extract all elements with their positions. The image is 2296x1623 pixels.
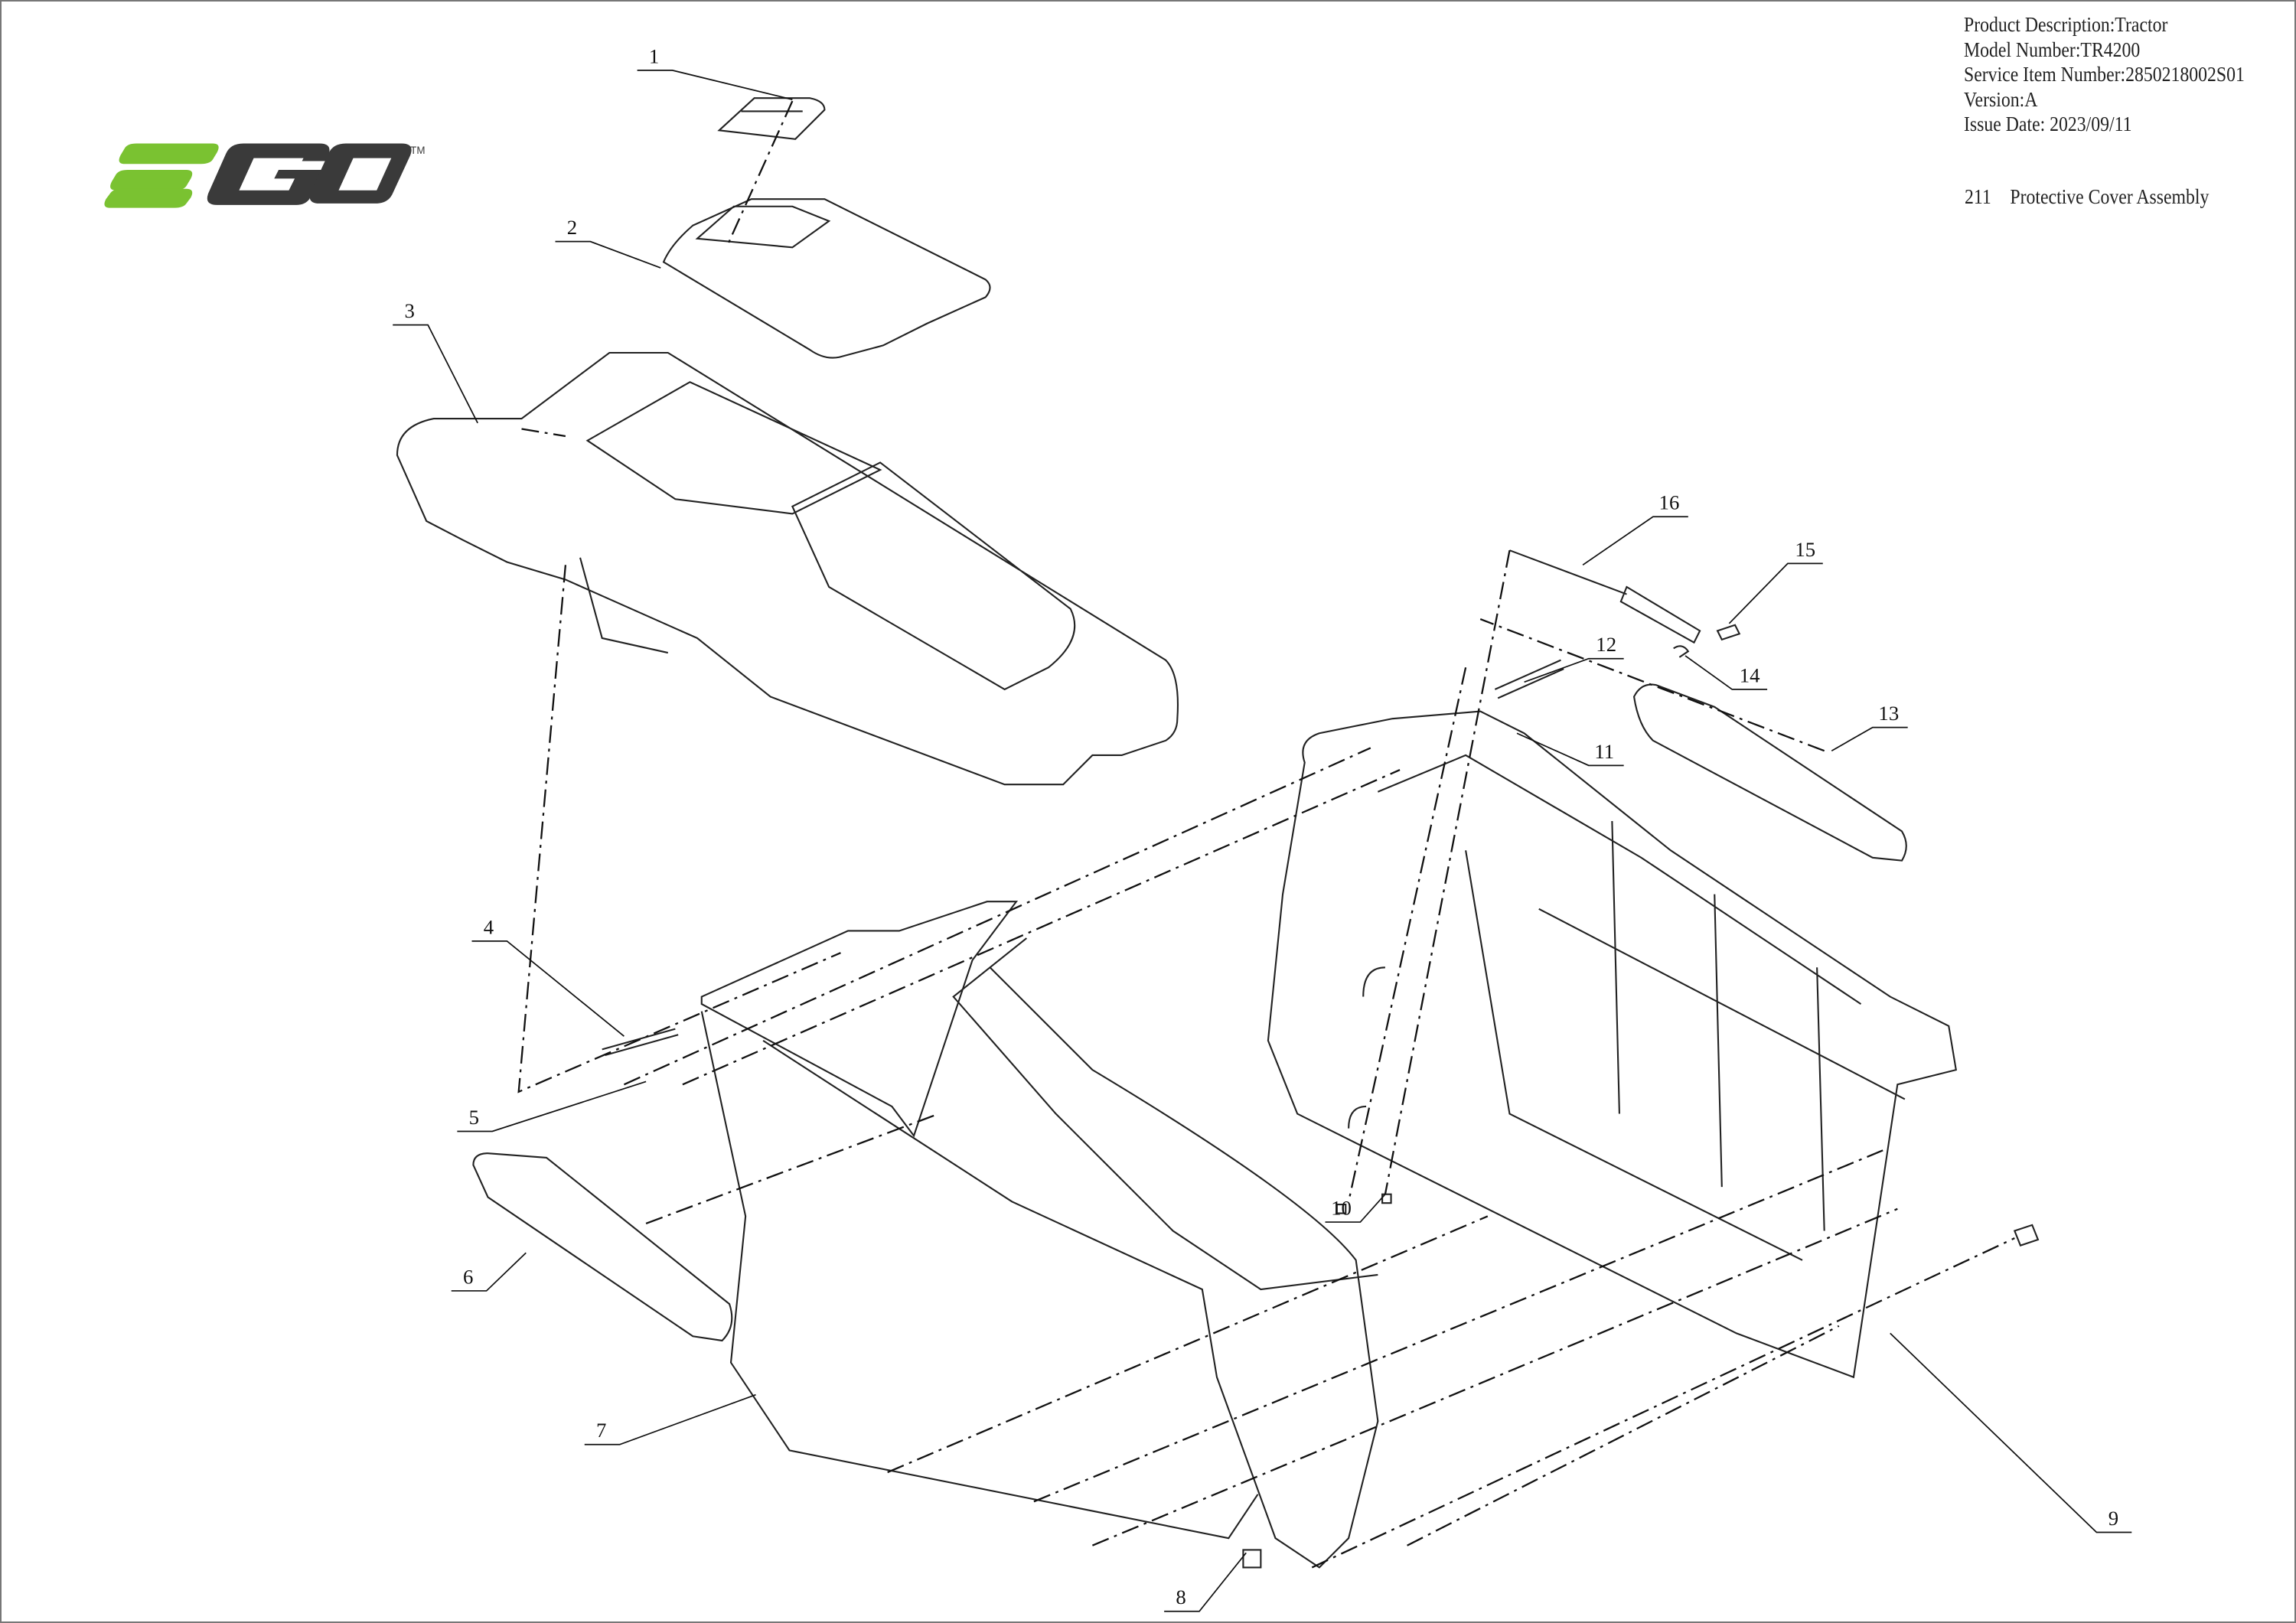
callout-10: 10 bbox=[1325, 1194, 1386, 1223]
part-8-clip bbox=[1242, 1549, 1262, 1569]
callout-number: 3 bbox=[405, 299, 415, 322]
callout-2: 2 bbox=[555, 216, 661, 269]
part-2-top-cover bbox=[662, 198, 991, 359]
callout-number: 2 bbox=[567, 216, 577, 239]
callout-number: 13 bbox=[1878, 702, 1899, 725]
assembly-name: Protective Cover Assembly bbox=[2010, 185, 2210, 208]
assembly-code: 211 bbox=[1965, 185, 1991, 208]
part-14-clip bbox=[1673, 645, 1690, 658]
document-info: Product Description:Tractor Model Number… bbox=[1964, 12, 2245, 137]
callout-16: 16 bbox=[1582, 491, 1688, 566]
callout-number: 9 bbox=[2108, 1507, 2118, 1530]
callout-12: 12 bbox=[1524, 633, 1624, 683]
callout-number: 12 bbox=[1596, 633, 1616, 656]
callout-number: 6 bbox=[463, 1265, 473, 1288]
part-1-decal bbox=[717, 97, 826, 140]
part-13-right-panel bbox=[1632, 683, 1907, 862]
issue-date: Issue Date: 2023/09/11 bbox=[1964, 112, 2132, 135]
callout-7: 7 bbox=[584, 1393, 756, 1445]
callout-4: 4 bbox=[471, 915, 625, 1037]
callout-6: 6 bbox=[451, 1252, 527, 1292]
version: Version:A bbox=[1964, 87, 2038, 111]
part-7-front-body bbox=[700, 901, 1379, 1569]
right-clip bbox=[2013, 1224, 2040, 1247]
product-description: Product Description:Tractor bbox=[1964, 13, 2168, 36]
callout-number: TM bbox=[410, 145, 425, 156]
callout-8: 8 bbox=[1164, 1552, 1247, 1612]
callout-number: 16 bbox=[1659, 491, 1680, 514]
part-15-ball-stud bbox=[1716, 624, 1741, 641]
callout-number: 4 bbox=[484, 915, 494, 938]
callout-15: 15 bbox=[1728, 538, 1823, 624]
callout-14: 14 bbox=[1684, 655, 1768, 690]
part-16-gas-strut bbox=[1509, 549, 1701, 644]
ego-logo: TM bbox=[104, 143, 425, 208]
callout-number: 15 bbox=[1795, 538, 1815, 561]
callouts: 1 2 3 4 5 6 7 8 9 10 11 12 13 14 15 16 bbox=[393, 44, 2132, 1612]
part-6-left-panel bbox=[472, 1152, 733, 1342]
part-3-hood bbox=[396, 351, 1179, 786]
part-9-rear-frame bbox=[1267, 710, 1958, 1379]
callout-number: 14 bbox=[1740, 663, 1760, 686]
callout-number: 5 bbox=[469, 1106, 479, 1129]
assembly-title: 211 Protective Cover Assembly bbox=[1965, 185, 2209, 209]
part-10-nut bbox=[1336, 1193, 1392, 1214]
callout-number: 1 bbox=[649, 44, 659, 67]
part-4-pin bbox=[602, 1028, 679, 1057]
model-number: Model Number:TR4200 bbox=[1964, 37, 2141, 61]
callout-3: 3 bbox=[393, 299, 478, 424]
callout-1: 1 bbox=[637, 44, 793, 100]
callout-5: 5 bbox=[457, 1080, 647, 1133]
callout-13: 13 bbox=[1831, 702, 1908, 751]
callout-number: 11 bbox=[1594, 740, 1614, 763]
part-12-bolt bbox=[1494, 659, 1564, 699]
callout-11: 11 bbox=[1516, 732, 1624, 767]
callout-number: 10 bbox=[1331, 1196, 1352, 1219]
service-item-number: Service Item Number:2850218002S01 bbox=[1964, 63, 2245, 86]
callout-number: 7 bbox=[596, 1419, 606, 1442]
callout-number: 8 bbox=[1176, 1586, 1186, 1608]
assembly-lines bbox=[517, 100, 2015, 1569]
callout-9: 9 bbox=[1890, 1332, 2132, 1533]
